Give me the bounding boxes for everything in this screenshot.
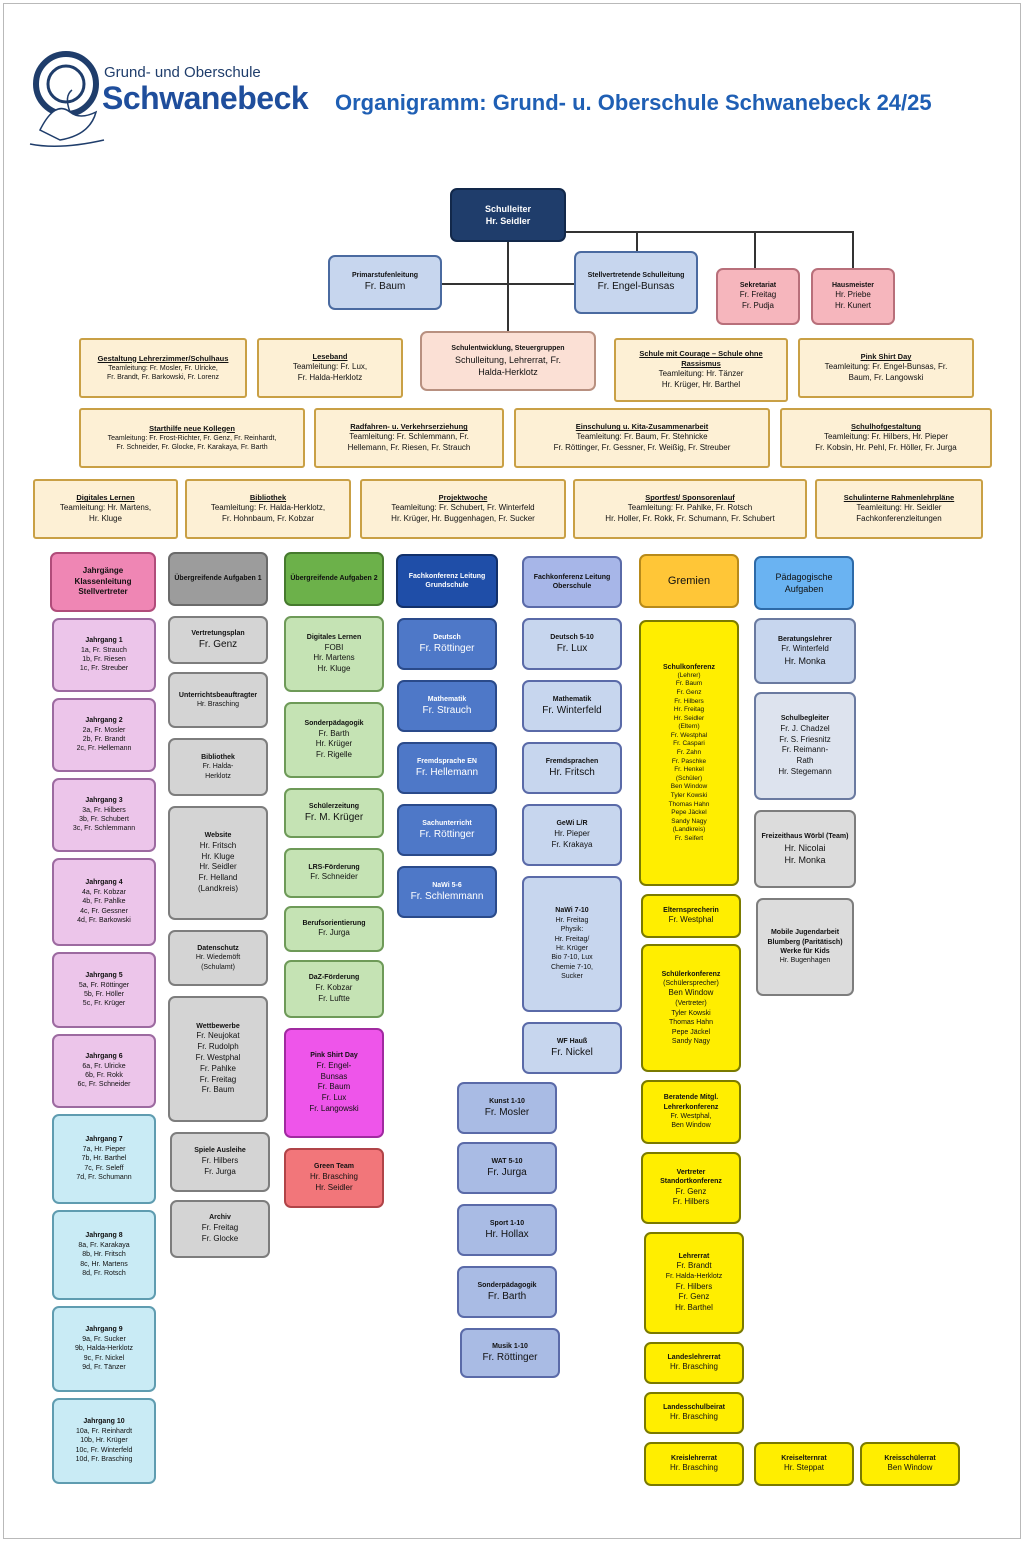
box-schulentwicklung: Schulentwicklung, Steuergruppen Schullei… (420, 331, 596, 391)
box-stellvertretende-schulleitung: Stellvertretende Schulleitung Fr. Engel-… (574, 251, 698, 314)
team-box: Starthilfe neue Kollegen Teamleitung: Fr… (79, 408, 305, 468)
column-header-aufgaben-1: Übergreifende Aufgaben 1 (168, 552, 268, 606)
fachkonferenz-box: GeWi L/R Hr. Pieper Fr. Krakaya (522, 804, 622, 866)
team-box: Digitales Lernen Teamleitung: Hr. Marten… (33, 479, 178, 539)
jahrgang-box: Jahrgang 9 9a, Fr. Sucker 9b, Halda-Herk… (52, 1306, 156, 1392)
school-logo-icon (29, 51, 105, 147)
gremium-box: Elternsprecherin Fr. Westphal (641, 894, 741, 938)
gremium-box: Schulkonferenz (Lehrer) Fr. Baum Fr. Gen… (639, 620, 739, 886)
paedagogik-box: Schulbegleiter Fr. J. Chadzel Fr. S. Fri… (754, 692, 856, 800)
jahrgang-box: Jahrgang 7 7a, Hr. Pieper 7b, Hr. Barthe… (52, 1114, 156, 1204)
connector-line (754, 231, 756, 269)
gremium-box: Schülerkonferenz (Schülersprecher) Ben W… (641, 944, 741, 1072)
gremium-box: Beratende Mitgl. Lehrerkonferenz Fr. Wes… (641, 1080, 741, 1144)
fachkonferenz-box: Mathematik Fr. Strauch (397, 680, 497, 732)
box-sekretariat: Sekretariat Fr. Freitag Fr. Pudja (716, 268, 800, 325)
aufgabe-box: Archiv Fr. Freitag Fr. Glocke (170, 1200, 270, 1258)
gremium-box: Kreisschülerrat Ben Window (860, 1442, 960, 1486)
aufgabe-box: Schülerzeitung Fr. M. Krüger (284, 788, 384, 838)
fachkonferenz-box: Sachunterricht Fr. Röttinger (397, 804, 497, 856)
logo-subtitle: Grund- und Oberschule (104, 64, 261, 81)
fachkonferenz-box: Deutsch 5-10 Fr. Lux (522, 618, 622, 670)
aufgabe-box: Bibliothek Fr. Halda- Herklotz (168, 738, 268, 796)
fachkonferenz-box: Sport 1-10 Hr. Hollax (457, 1204, 557, 1256)
gremium-box: Kreislehrerrat Hr. Brasching (644, 1442, 744, 1486)
team-box: Einschulung u. Kita-Zusammenarbeit Teaml… (514, 408, 770, 468)
fachkonferenz-box: Kunst 1-10 Fr. Mosler (457, 1082, 557, 1134)
team-box: Projektwoche Teamleitung: Fr. Schubert, … (360, 479, 566, 539)
gremium-box: Lehrerrat Fr. Brandt Fr. Halda-Herklotz … (644, 1232, 744, 1334)
jahrgang-box: Jahrgang 3 3a, Fr. Hilbers 3b, Fr. Schub… (52, 778, 156, 852)
gremium-box: Vertreter Standortkonferenz Fr. Genz Fr.… (641, 1152, 741, 1224)
aufgabe-box: Datenschutz Hr. Wiedemöft (Schulamt) (168, 930, 268, 986)
column-header-fk-oberschule: Fachkonferenz Leitung Oberschule (522, 556, 622, 608)
fachkonferenz-box: Mathematik Fr. Winterfeld (522, 680, 622, 732)
aufgabe-box: Sonderpädagogik Fr. Barth Hr. Krüger Fr.… (284, 702, 384, 778)
team-box: Pink Shirt Day Teamleitung: Fr. Engel-Bu… (798, 338, 974, 398)
team-box: Sportfest/ Sponsorenlauf Teamleitung: Fr… (573, 479, 807, 539)
box-schulleiter: Schulleiter Hr. Seidler (450, 188, 566, 242)
fachkonferenz-box: Fremdsprache EN Fr. Hellemann (397, 742, 497, 794)
aufgabe-box: Digitales Lernen FOBI Hr. Martens Hr. Kl… (284, 616, 384, 692)
aufgabe-box: Berufsorientierung Fr. Jurga (284, 906, 384, 952)
aufgabe-box: Unterrichtsbeauftragter Hr. Brasching (168, 672, 268, 728)
connector-line (566, 231, 854, 233)
aufgabe-box: Wettbewerbe Fr. Neujokat Fr. Rudolph Fr.… (168, 996, 268, 1122)
box-hausmeister: Hausmeister Hr. Priebe Hr. Kunert (811, 268, 895, 325)
gremium-box: Kreiselternrat Hr. Steppat (754, 1442, 854, 1486)
column-header-fk-grundschule: Fachkonferenz Leitung Grundschule (396, 554, 498, 608)
column-header-gremien: Gremien (639, 554, 739, 608)
team-box: Radfahren- u. Verkehrserziehung Teamleit… (314, 408, 504, 468)
page-title: Organigramm: Grund- u. Oberschule Schwan… (335, 90, 932, 115)
fachkonferenz-box: Deutsch Fr. Röttinger (397, 618, 497, 670)
paedagogik-box: Beratungslehrer Fr. Winterfeld Hr. Monka (754, 618, 856, 684)
page-frame (3, 3, 1021, 1539)
connector-line (636, 231, 638, 251)
connector-line (414, 283, 574, 285)
jahrgang-box: Jahrgang 5 5a, Fr. Röttinger 5b, Fr. Höl… (52, 952, 156, 1028)
box-primarstufenleitung: Primarstufenleitung Fr. Baum (328, 255, 442, 310)
aufgabe-box: DaZ-Förderung Fr. Kobzar Fr. Luftte (284, 960, 384, 1018)
logo-graphic (29, 51, 105, 147)
gremium-box: Landesschulbeirat Hr. Brasching (644, 1392, 744, 1434)
aufgabe-box: LRS-Förderung Fr. Schneider (284, 848, 384, 898)
aufgabe-box: Spiele Ausleihe Fr. Hilbers Fr. Jurga (170, 1132, 270, 1192)
jahrgang-box: Jahrgang 8 8a, Fr. Karakaya 8b, Hr. Frit… (52, 1210, 156, 1300)
gremium-box: Landeslehrerrat Hr. Brasching (644, 1342, 744, 1384)
column-header-aufgaben-2: Übergreifende Aufgaben 2 (284, 552, 384, 606)
column-header-jahrgaenge: Jahrgänge Klassenleitung Stellvertreter (50, 552, 156, 612)
jahrgang-box: Jahrgang 1 1a, Fr. Strauch 1b, Fr. Riese… (52, 618, 156, 692)
fachkonferenz-box: Sonderpädagogik Fr. Barth (457, 1266, 557, 1318)
connector-line (852, 231, 854, 269)
connector-line (507, 240, 509, 332)
paedagogik-box: Freizeithaus Wörbl (Team) Hr. Nicolai Hr… (754, 810, 856, 888)
team-box: Schulinterne Rahmenlehrpläne Teamleitung… (815, 479, 983, 539)
paedagogik-box: Mobile Jugendarbeit Blumberg (Paritätisc… (756, 898, 854, 996)
fachkonferenz-box: WF Hauß Fr. Nickel (522, 1022, 622, 1074)
team-box: Gestaltung Lehrerzimmer/Schulhaus Teamle… (79, 338, 247, 398)
fachkonferenz-box: NaWi 7-10 Hr. Freitag Physik: Hr. Freita… (522, 876, 622, 1012)
aufgabe-box: Green Team Hr. Brasching Hr. Seidler (284, 1148, 384, 1208)
aufgabe-box: Pink Shirt Day Fr. Engel- Bunsas Fr. Bau… (284, 1028, 384, 1138)
fachkonferenz-box: NaWi 5-6 Fr. Schlemmann (397, 866, 497, 918)
aufgabe-box: Website Hr. Fritsch Hr. Kluge Hr. Seidle… (168, 806, 268, 920)
team-box: Bibliothek Teamleitung: Fr. Halda-Herklo… (185, 479, 351, 539)
team-box: Schulhofgestaltung Teamleitung: Fr. Hilb… (780, 408, 992, 468)
logo-school-name: Schwanebeck (102, 80, 309, 116)
fachkonferenz-box: Fremdsprachen Hr. Fritsch (522, 742, 622, 794)
jahrgang-box: Jahrgang 2 2a, Fr. Mosler 2b, Fr. Brandt… (52, 698, 156, 772)
fachkonferenz-box: Musik 1-10 Fr. Röttinger (460, 1328, 560, 1378)
jahrgang-box: Jahrgang 4 4a, Fr. Kobzar 4b, Fr. Pahlke… (52, 858, 156, 946)
team-box: Leseband Teamleitung: Fr. Lux, Fr. Halda… (257, 338, 403, 398)
fachkonferenz-box: WAT 5-10 Fr. Jurga (457, 1142, 557, 1194)
jahrgang-box: Jahrgang 6 6a, Fr. Ulricke 6b, Fr. Rokk … (52, 1034, 156, 1108)
aufgabe-box: Vertretungsplan Fr. Genz (168, 616, 268, 664)
column-header-paedagogische-aufgaben: Pädagogische Aufgaben (754, 556, 854, 610)
jahrgang-box: Jahrgang 10 10a, Fr. Reinhardt 10b, Hr. … (52, 1398, 156, 1484)
team-box: Schule mit Courage – Schule ohne Rassism… (614, 338, 788, 402)
